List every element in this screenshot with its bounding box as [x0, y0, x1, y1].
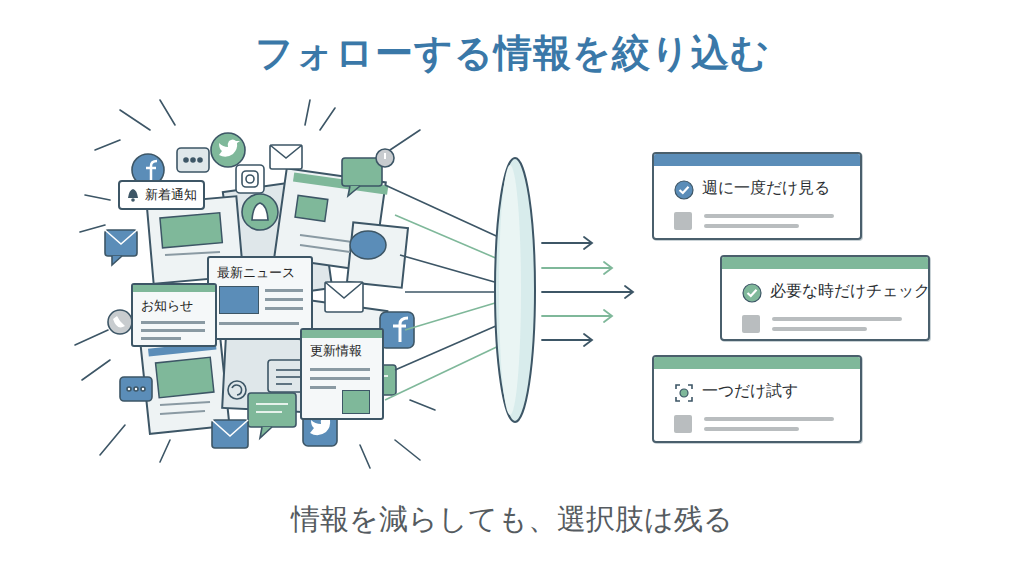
text-line: [141, 337, 181, 340]
gray-square: [674, 415, 692, 433]
text-line: [310, 368, 370, 371]
card-header-bar: [302, 330, 382, 338]
gray-line: [704, 427, 799, 431]
text-line: [219, 322, 299, 325]
card-text: 最新ニュース: [217, 264, 295, 282]
card-header-bar: [722, 257, 928, 269]
gray-line: [704, 224, 799, 228]
card-text: お知らせ: [141, 297, 193, 315]
card-header-bar: [654, 357, 860, 369]
check-icon: [742, 283, 762, 307]
news-card: お知らせ: [131, 283, 217, 347]
gray-square: [674, 212, 692, 230]
news-card: 更新情報: [300, 328, 384, 420]
check-icon: [674, 180, 694, 204]
card-picture: [342, 390, 370, 414]
gray-line: [704, 214, 834, 218]
text-line: [265, 307, 303, 310]
option-text: 週に一度だけ見る: [702, 178, 830, 199]
option-card: 一つだけ試す: [652, 355, 862, 443]
text-line: [141, 321, 205, 324]
card-header-bar: [133, 285, 215, 292]
gray-line: [704, 417, 834, 421]
option-card: 週に一度だけ見る: [652, 152, 862, 240]
text-line: [265, 289, 303, 292]
bell-icon: [126, 186, 140, 205]
notification-tag: 新着通知: [118, 180, 205, 210]
gray-square: [742, 315, 760, 333]
diagram-caption: 情報を減らしても、選択肢は残る: [0, 500, 1024, 540]
card-header-bar: [654, 154, 860, 166]
text-line: [310, 377, 370, 380]
text-line: [141, 329, 205, 332]
card-picture: [219, 286, 259, 314]
tag-text: 新着通知: [145, 186, 197, 204]
diagram-title: フォローする情報を絞り込む: [0, 28, 1024, 79]
gray-line: [772, 327, 867, 331]
news-card: 最新ニュース: [207, 256, 313, 340]
option-card: 必要な時だけチェック: [720, 255, 930, 341]
option-text: 一つだけ試す: [702, 381, 798, 402]
text-line: [265, 298, 303, 301]
option-text: 必要な時だけチェック: [770, 281, 930, 302]
card-text: 更新情報: [310, 342, 362, 360]
check-icon: [674, 383, 694, 407]
gray-line: [772, 317, 902, 321]
text-line: [310, 386, 336, 389]
